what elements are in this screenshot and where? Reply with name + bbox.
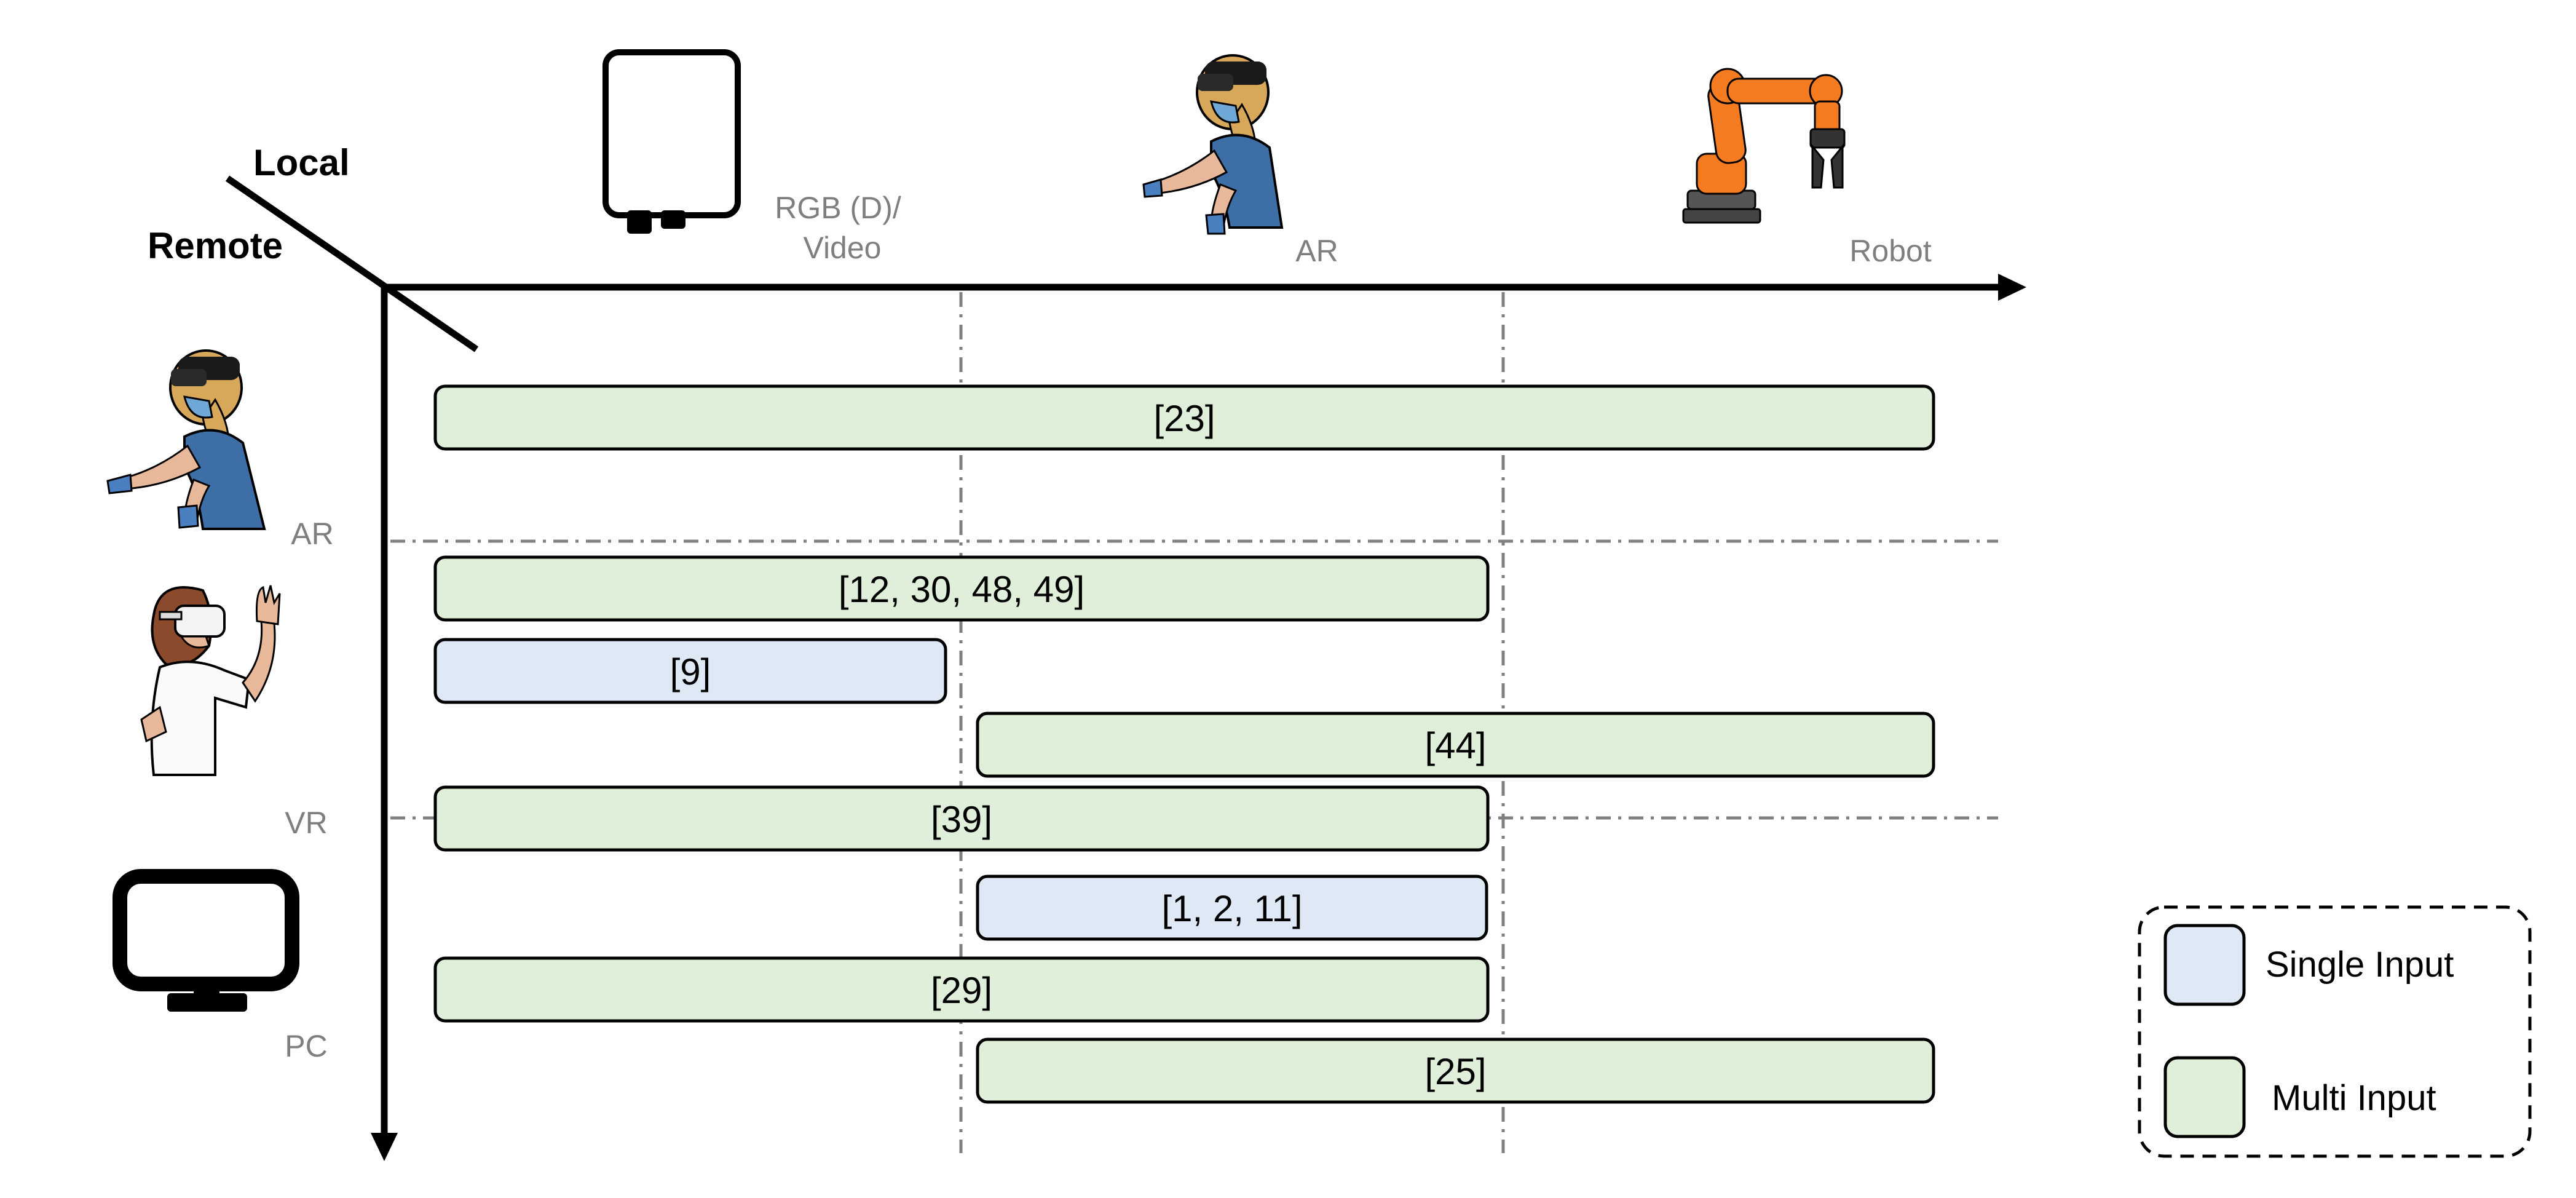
bar-single-input: [9]	[433, 638, 947, 704]
legend-swatch-single	[2163, 924, 2246, 1006]
remote-axis-label: Remote	[148, 225, 283, 266]
bar-label: [12, 30, 48, 49]	[839, 569, 1085, 610]
remote-axis-arrowhead	[371, 1133, 398, 1161]
bar-label: [9]	[670, 651, 711, 692]
bar-rect	[976, 875, 1488, 941]
remote-category-label-ar: AR	[291, 517, 333, 551]
remote-category-label-pc: PC	[285, 1029, 327, 1063]
bar-multi-input: [44]	[976, 712, 1935, 778]
bar-label: [44]	[1424, 725, 1486, 766]
legend-label-multi: Multi Input	[2272, 1078, 2436, 1118]
remote-category-label-vr: VR	[285, 806, 327, 840]
legend-item-single: Single Input	[2163, 924, 2454, 1006]
bar-label: [29]	[931, 970, 992, 1011]
vr-headset-person-icon	[140, 585, 281, 776]
robot-arm-icon	[1682, 68, 1846, 224]
legend-border	[2138, 905, 2532, 1158]
bar-multi-input: [25]	[976, 1037, 1935, 1104]
bar-rect	[433, 555, 1490, 622]
legend: Single Input Multi Input	[2138, 905, 2532, 1158]
bar-rect	[433, 384, 1935, 451]
bar-rect	[433, 785, 1490, 852]
bar-rect	[433, 956, 1490, 1023]
bar-label: [39]	[931, 799, 992, 840]
corner-diagonal	[225, 175, 479, 352]
ar-headset-person-icon	[106, 349, 266, 530]
local-category-label-ar: AR	[1295, 234, 1338, 268]
legend-item-multi: Multi Input	[2163, 1056, 2436, 1138]
legend-label-single: Single Input	[2266, 945, 2454, 985]
bar-label: [1, 2, 11]	[1161, 888, 1302, 929]
bar-multi-input: [23]	[433, 384, 1935, 451]
camera-icon	[603, 49, 741, 234]
local-category-label-robot: Robot	[1849, 234, 1932, 268]
bar-single-input: [1, 2, 11]	[976, 875, 1488, 941]
bar-rect	[976, 1037, 1935, 1104]
local-axis-arrowhead	[1998, 274, 2026, 301]
local-category-label-rgb: RGB (D)/ Video	[775, 191, 909, 265]
bar-multi-input: [12, 30, 48, 49]	[433, 555, 1490, 622]
bar-label: [25]	[1424, 1051, 1486, 1092]
ar-headset-person-icon	[1142, 54, 1284, 235]
legend-swatch-multi	[2163, 1056, 2246, 1138]
bar-multi-input: [29]	[433, 956, 1490, 1023]
bar-rect	[433, 638, 947, 704]
local-axis-label: Local	[253, 142, 350, 183]
bar-rect	[976, 712, 1935, 778]
monitor-icon	[113, 869, 299, 1012]
bar-label: [23]	[1153, 398, 1215, 439]
bars-layer: [23][12, 30, 48, 49][9][40][44][39][1, 2…	[433, 384, 1935, 1104]
bar-multi-input: [39]	[433, 785, 1490, 852]
